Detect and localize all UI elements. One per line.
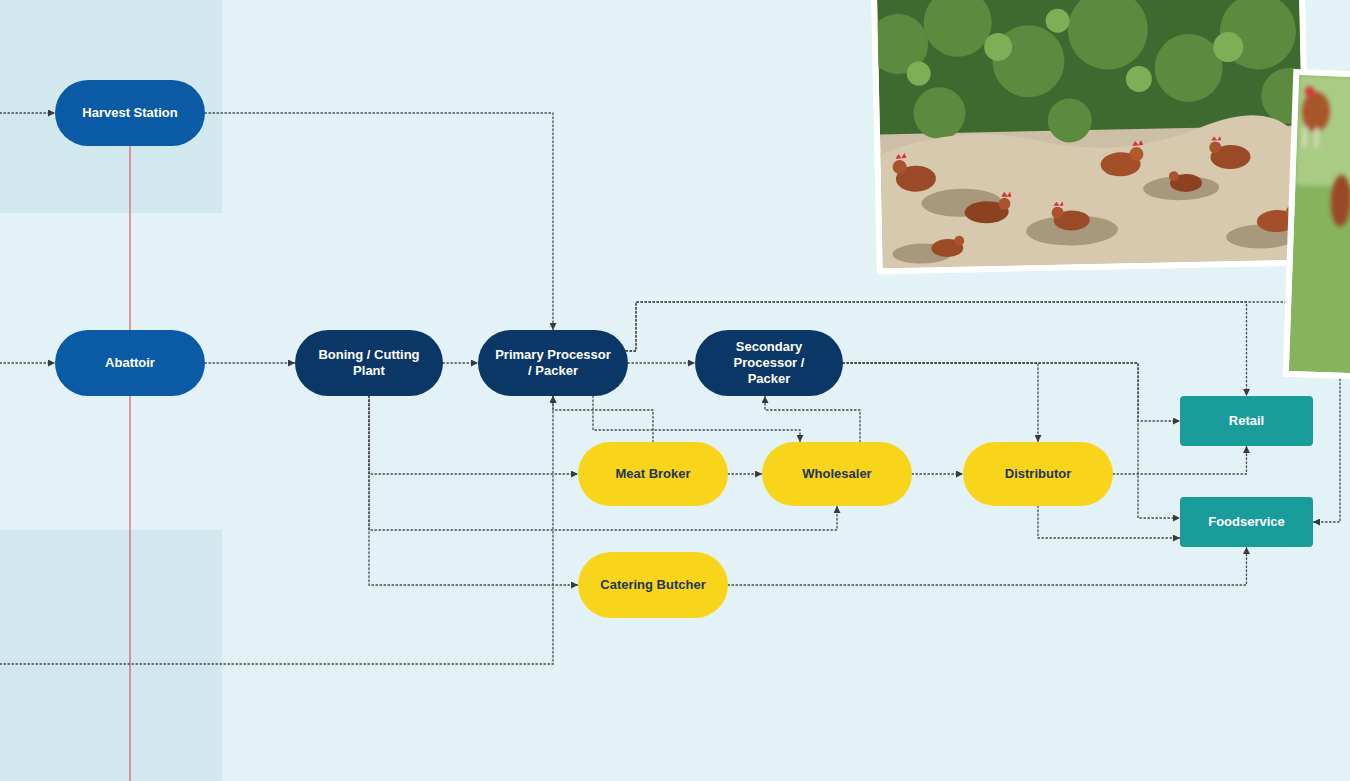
flow-connector	[553, 396, 653, 442]
band	[0, 0, 222, 213]
flow-connector	[843, 363, 1038, 442]
flow-connector	[369, 396, 578, 585]
node-label: Meat Broker	[615, 466, 690, 482]
flow-connector	[628, 362, 695, 363]
stage-box: Harvest Station	[55, 80, 205, 146]
outlet-box: Foodservice	[1180, 497, 1313, 547]
trader-box: Wholesaler	[762, 442, 912, 506]
divider-line	[129, 146, 130, 781]
node-label: Harvest Station	[82, 105, 177, 121]
node-label: Primary Processor / Packer	[494, 347, 612, 379]
stage-box: Abattoir	[55, 330, 205, 396]
incoming-leader	[0, 362, 55, 363]
incoming-leader	[0, 112, 55, 113]
node-label: Catering Butcher	[600, 577, 705, 593]
flow-connector	[593, 396, 800, 442]
flow-connector	[728, 547, 1247, 585]
flow-connector	[1038, 506, 1180, 538]
flow-connector	[626, 302, 1247, 396]
flow-connector	[369, 396, 578, 474]
trader-box: Catering Butcher	[578, 552, 728, 618]
node-label: Retail	[1229, 413, 1264, 429]
flow-connector	[205, 362, 295, 363]
photo-hens-pasture	[1283, 69, 1350, 379]
node-label: Secondary Processor / Packer	[711, 339, 827, 387]
flow-connector	[626, 302, 1340, 522]
flow-connector	[765, 396, 860, 442]
processor-box: Secondary Processor / Packer	[695, 330, 843, 396]
trader-box: Meat Broker	[578, 442, 728, 506]
node-label: Foodservice	[1208, 514, 1285, 530]
flow-connector	[205, 113, 553, 330]
photo-hens-dustbathing	[867, 0, 1321, 275]
flow-connector	[843, 363, 1180, 421]
flow-connector	[443, 362, 478, 363]
flow-connector	[728, 473, 762, 474]
flow-connector	[912, 473, 963, 474]
node-label: Abattoir	[105, 355, 155, 371]
processor-box: Primary Processor / Packer	[478, 330, 628, 396]
trader-box: Distributor	[963, 442, 1113, 506]
band	[0, 530, 222, 781]
node-label: Boning / Cutting Plant	[311, 347, 427, 379]
node-label: Wholesaler	[802, 466, 871, 482]
flow-connector	[1113, 446, 1247, 474]
incoming-leader	[0, 396, 553, 664]
node-label: Distributor	[1005, 466, 1071, 482]
outlet-box: Retail	[1180, 396, 1313, 446]
processor-box: Boning / Cutting Plant	[295, 330, 443, 396]
